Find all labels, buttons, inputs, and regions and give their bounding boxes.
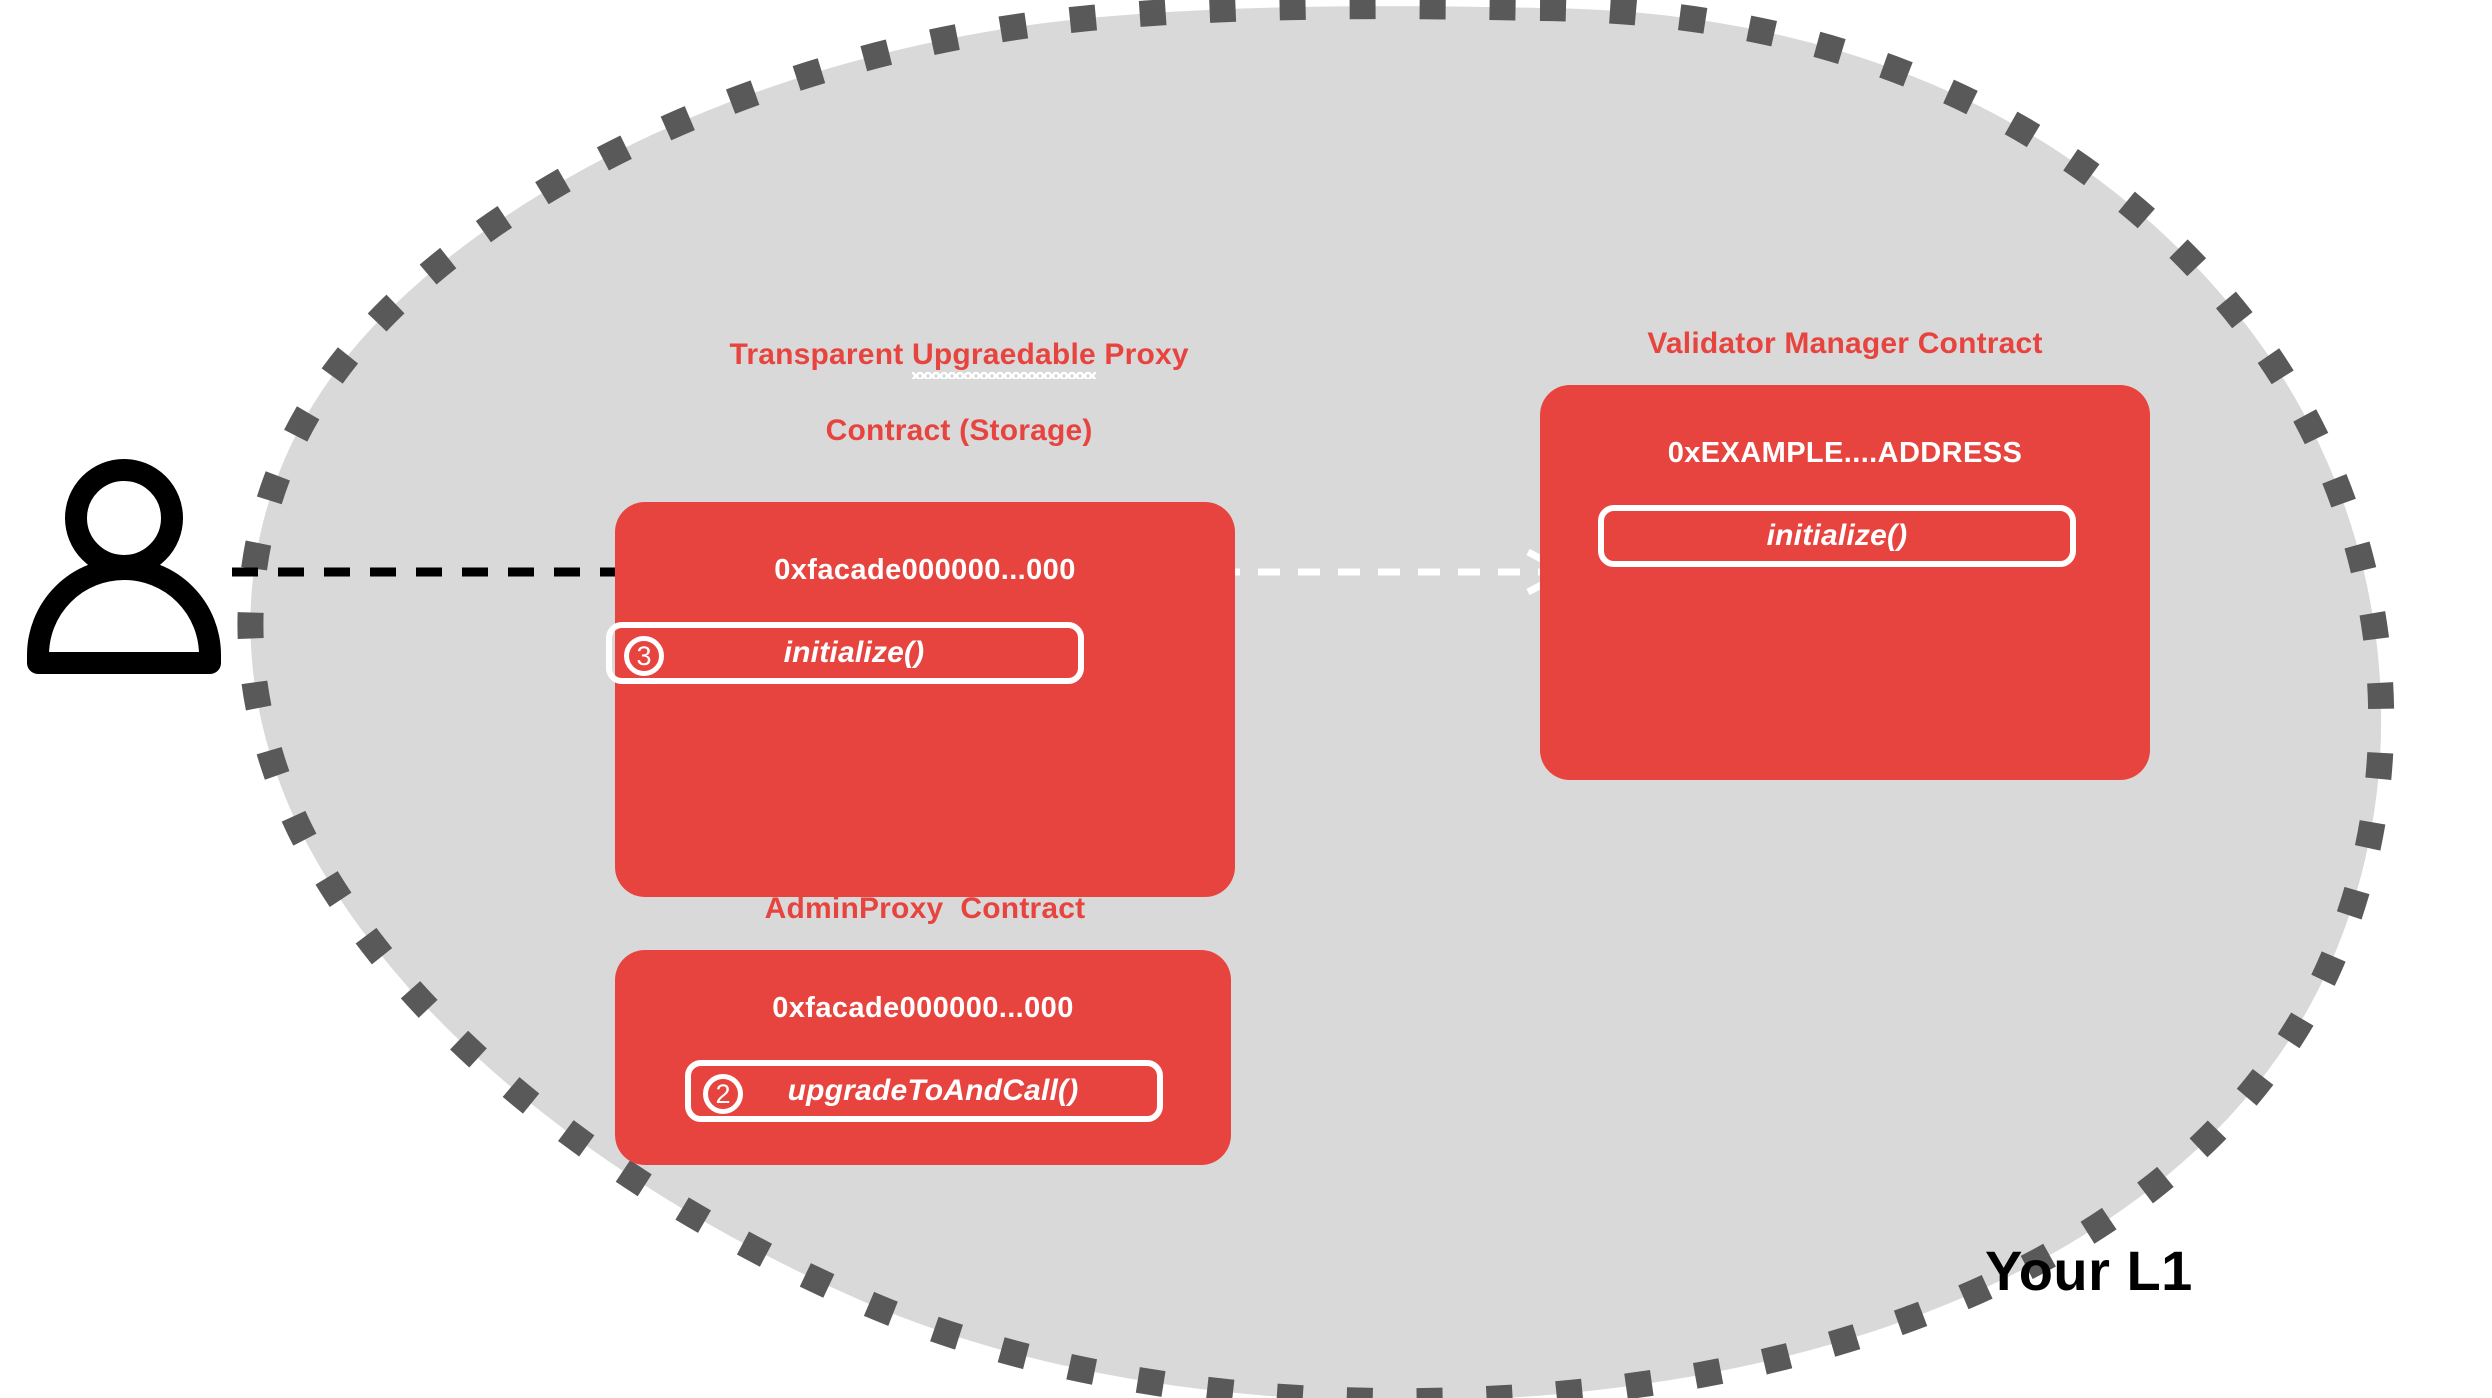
method-name-upgrade-to-and-call: upgradeToAndCall() (787, 1074, 1079, 1107)
contract-card-validator-manager[interactable]: 0xEXAMPLE....ADDRESS initialize() (1540, 385, 2150, 780)
contract-card-admin-proxy[interactable]: 0xfacade000000...000 2 upgradeToAndCall(… (615, 950, 1231, 1165)
l1-boundary-dotted-stroke (237, 0, 2395, 1398)
contract-title-validator-manager: Validator Manager Contract (1647, 327, 2043, 360)
contract-transparent-upgradeable-proxy: Transparent Upgraedable Proxy Contract (… (606, 298, 1235, 897)
contract-title-line2: Contract (Storage) (825, 414, 1093, 447)
contract-address-transparent-upgradeable-proxy: 0xfacade000000...000 (774, 554, 1076, 586)
method-initialize-validator-manager[interactable]: initialize() (1598, 505, 2076, 567)
method-upgrade-to-and-call[interactable]: 2 upgradeToAndCall() (685, 1060, 1163, 1122)
contract-title-suffix: Proxy (1095, 338, 1189, 371)
step-badge-3: 3 (624, 636, 664, 676)
method-name-initialize-proxy: initialize() (783, 636, 925, 669)
method-initialize-proxy[interactable]: 3 initialize() (606, 622, 1084, 684)
contract-card-transparent-upgradeable-proxy[interactable]: 0xfacade000000...000 3 initialize() (606, 502, 1235, 897)
contract-title-transparent-upgradeable-proxy: Transparent Upgraedable Proxy Contract (… (615, 298, 1235, 488)
method-name-initialize-validator-manager: initialize() (1766, 519, 1908, 552)
contract-title-misspelled-word: Upgraedable (911, 336, 1096, 379)
step-badge-2: 2 (703, 1074, 743, 1114)
l1-environment-label: Your L1 (1985, 1239, 2193, 1302)
contract-title-prefix: Transparent (729, 338, 912, 371)
contract-admin-proxy: AdminProxy Contract 0xfacade000000...000… (615, 890, 1235, 1165)
contract-address-admin-proxy: 0xfacade000000...000 (772, 992, 1074, 1024)
person-icon (27, 459, 221, 674)
contract-validator-manager: Validator Manager Contract 0xEXAMPLE....… (1540, 325, 2150, 780)
contract-title-admin-proxy: AdminProxy Contract (764, 892, 1086, 925)
contract-address-validator-manager: 0xEXAMPLE....ADDRESS (1667, 437, 2023, 469)
